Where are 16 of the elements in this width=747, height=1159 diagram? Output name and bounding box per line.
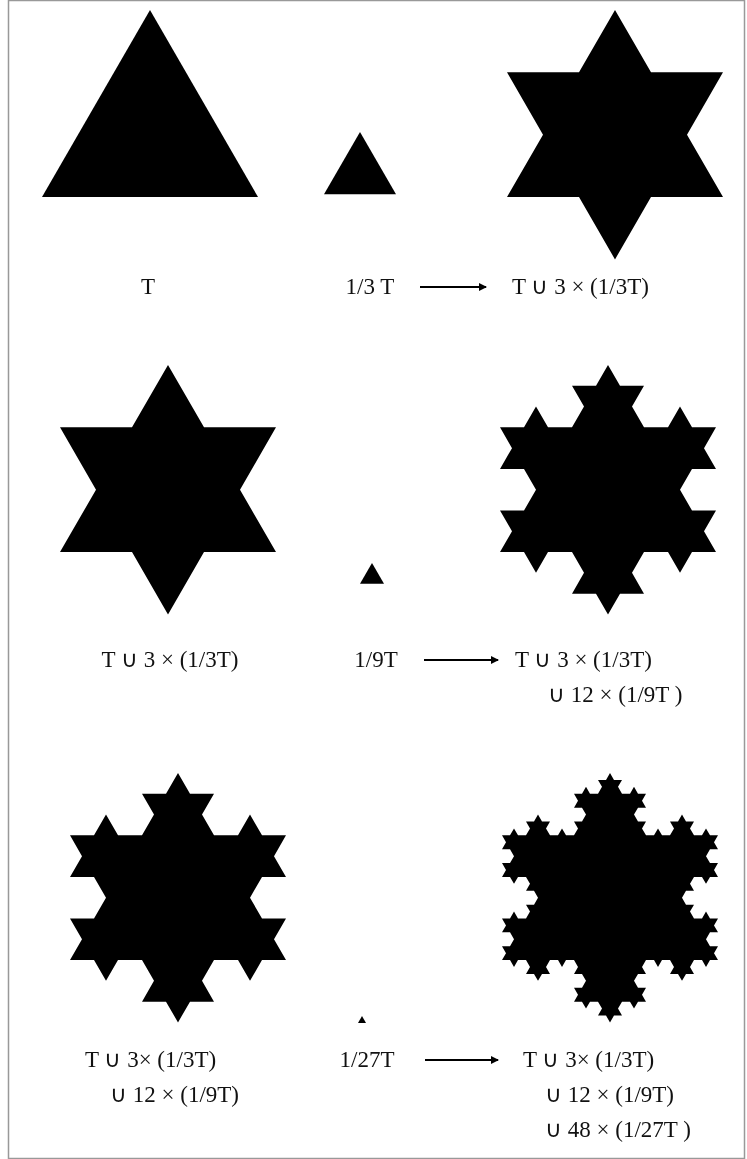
- arrow: [424, 656, 499, 664]
- formula-label: T ∪ 3 × (1/3T): [101, 646, 239, 674]
- formula-label: 1/3 T: [345, 273, 395, 301]
- formula-label: ∪ 12 × (1/9T ): [548, 681, 683, 709]
- formula-label: T ∪ 3× (1/3T): [523, 1046, 655, 1074]
- formula-label: ∪ 48 × (1/27T ): [545, 1116, 691, 1144]
- formula-label: ∪ 12 × (1/9T): [110, 1081, 239, 1109]
- formula-label: T: [140, 273, 156, 301]
- formula-label: T ∪ 3 × (1/3T): [512, 273, 649, 301]
- arrow: [425, 1056, 499, 1064]
- formula-label: ∪ 12 × (1/9T): [545, 1081, 674, 1109]
- formula-label: T ∪ 3 × (1/3T): [515, 646, 652, 674]
- formula-label: 1/27T: [339, 1046, 395, 1074]
- formula-label: 1/9T: [354, 646, 398, 674]
- arrow: [420, 283, 487, 291]
- formula-label: T ∪ 3× (1/3T): [85, 1046, 217, 1074]
